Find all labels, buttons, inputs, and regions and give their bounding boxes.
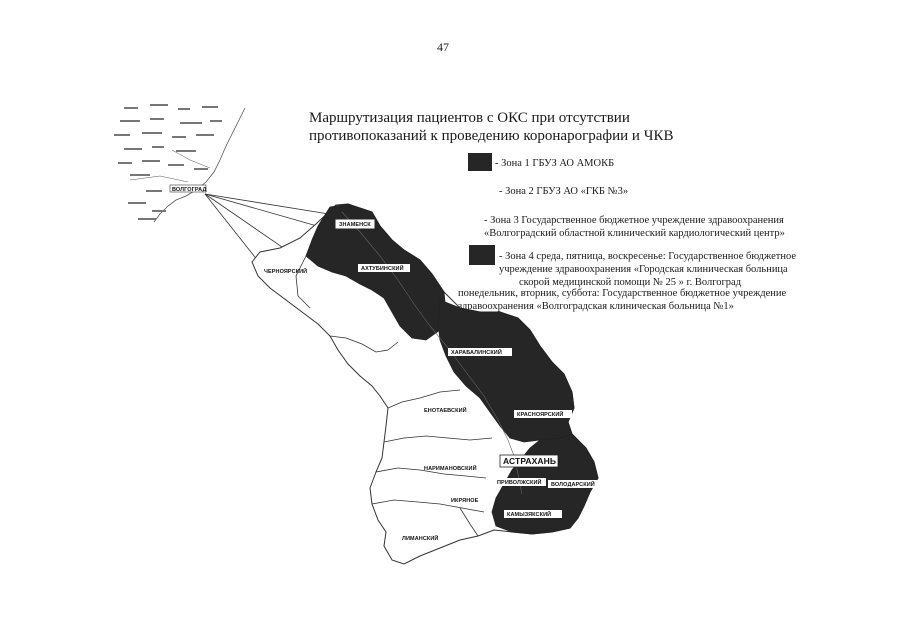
label-astrakhan: АСТРАХАНЬ [503, 456, 556, 466]
page-title: Маршрутизация пациентов с ОКС при отсутс… [309, 109, 689, 145]
legend-zone-3-line-2: «Волгоградский областной клинический кар… [484, 228, 785, 239]
label-znamensk: ЗНАМЕНСК [339, 222, 371, 228]
title-line-1: Маршрутизация пациентов с ОКС при отсутс… [309, 110, 630, 126]
page-number: 47 [437, 40, 449, 54]
legend-zone-3: - Зона 3 Государственное бюджетное учреж… [484, 214, 785, 240]
legend-zone-4-line-4: понедельник, вторник, суббота: Государст… [458, 288, 787, 299]
volgograd-inset [129, 107, 246, 223]
label-kharabalinsky: ХАРАБАЛИНСКИЙ [451, 348, 502, 356]
title-line-2: противопоказаний к проведению коронарогр… [309, 128, 674, 144]
legend-swatch-zone-4 [469, 245, 495, 265]
ikryanoe-label-box [448, 496, 488, 504]
volodarsky-label-box [548, 480, 606, 488]
label-chernoyarsky: ЧЕРНОЯРСКИЙ [264, 267, 307, 275]
label-krasnoyarsky: КРАСНОЯРСКИЙ [517, 410, 563, 418]
legend-zone-4-line-2: учреждение здравоохранения «Городская кл… [499, 264, 788, 275]
volgograd-label-box [169, 184, 207, 193]
legend-zone-4-line-3: скорой медицинской помощи № 25 » г. Волг… [519, 277, 742, 288]
inset-road-1 [129, 175, 189, 183]
label-limansky: ЛИМАНСКИЙ [402, 534, 438, 542]
legend-zone-4-cont: понедельник, вторник, суббота: Государст… [458, 287, 786, 313]
label-volodarsky: ВОЛОДАРСКИЙ [551, 480, 595, 488]
krasnoyarsky-label-box [514, 410, 572, 418]
legend-swatch-zone-1 [468, 153, 492, 171]
label-kamyzyaksky: КАМЫЗЯКСКИЙ [507, 510, 551, 518]
akhtubinsky-label-box [358, 264, 410, 272]
kharabalinsky-label-box [448, 348, 512, 356]
district-borders [295, 255, 493, 537]
inset-road-2 [171, 149, 211, 169]
privolzhsky-label-box [494, 478, 546, 486]
label-akhtubinsky: АХТУБИНСКИЙ [361, 264, 404, 272]
label-volgograd: ВОЛГОГРАД [172, 187, 206, 193]
legend-zone-1: - Зона 1 ГБУЗ АО АМОКБ [495, 158, 615, 169]
legend-zone-4: - Зона 4 среда, пятница, воскресенье: Го… [499, 250, 796, 289]
label-narimanovsky: НАРИМАНОВСКИЙ [424, 464, 477, 472]
znamensk-label-box [335, 219, 375, 229]
volga-river [341, 211, 523, 495]
inset-settlements [114, 104, 222, 220]
legend-zone-4-line-5: здравоохранения «Волгоградская клиническ… [458, 301, 734, 312]
inset-river [153, 107, 246, 223]
legend-zone-4-line-1: - Зона 4 среда, пятница, воскресенье: Го… [499, 251, 797, 262]
label-ikryanoe: ИКРЯНОЕ [451, 498, 479, 504]
label-enotaevsky: ЕНОТАЕВСКИЙ [424, 406, 467, 414]
astrakhan-label-box [499, 454, 559, 468]
legend-zone-2: - Зона 2 ГБУЗ АО «ГКБ №3» [499, 186, 629, 197]
kamyzyaksky-label-box [504, 510, 562, 518]
legend-zone-3-line-1: - Зона 3 Государственное бюджетное учреж… [484, 215, 784, 226]
label-privolzhsky: ПРИВОЛЖСКИЙ [497, 478, 542, 486]
